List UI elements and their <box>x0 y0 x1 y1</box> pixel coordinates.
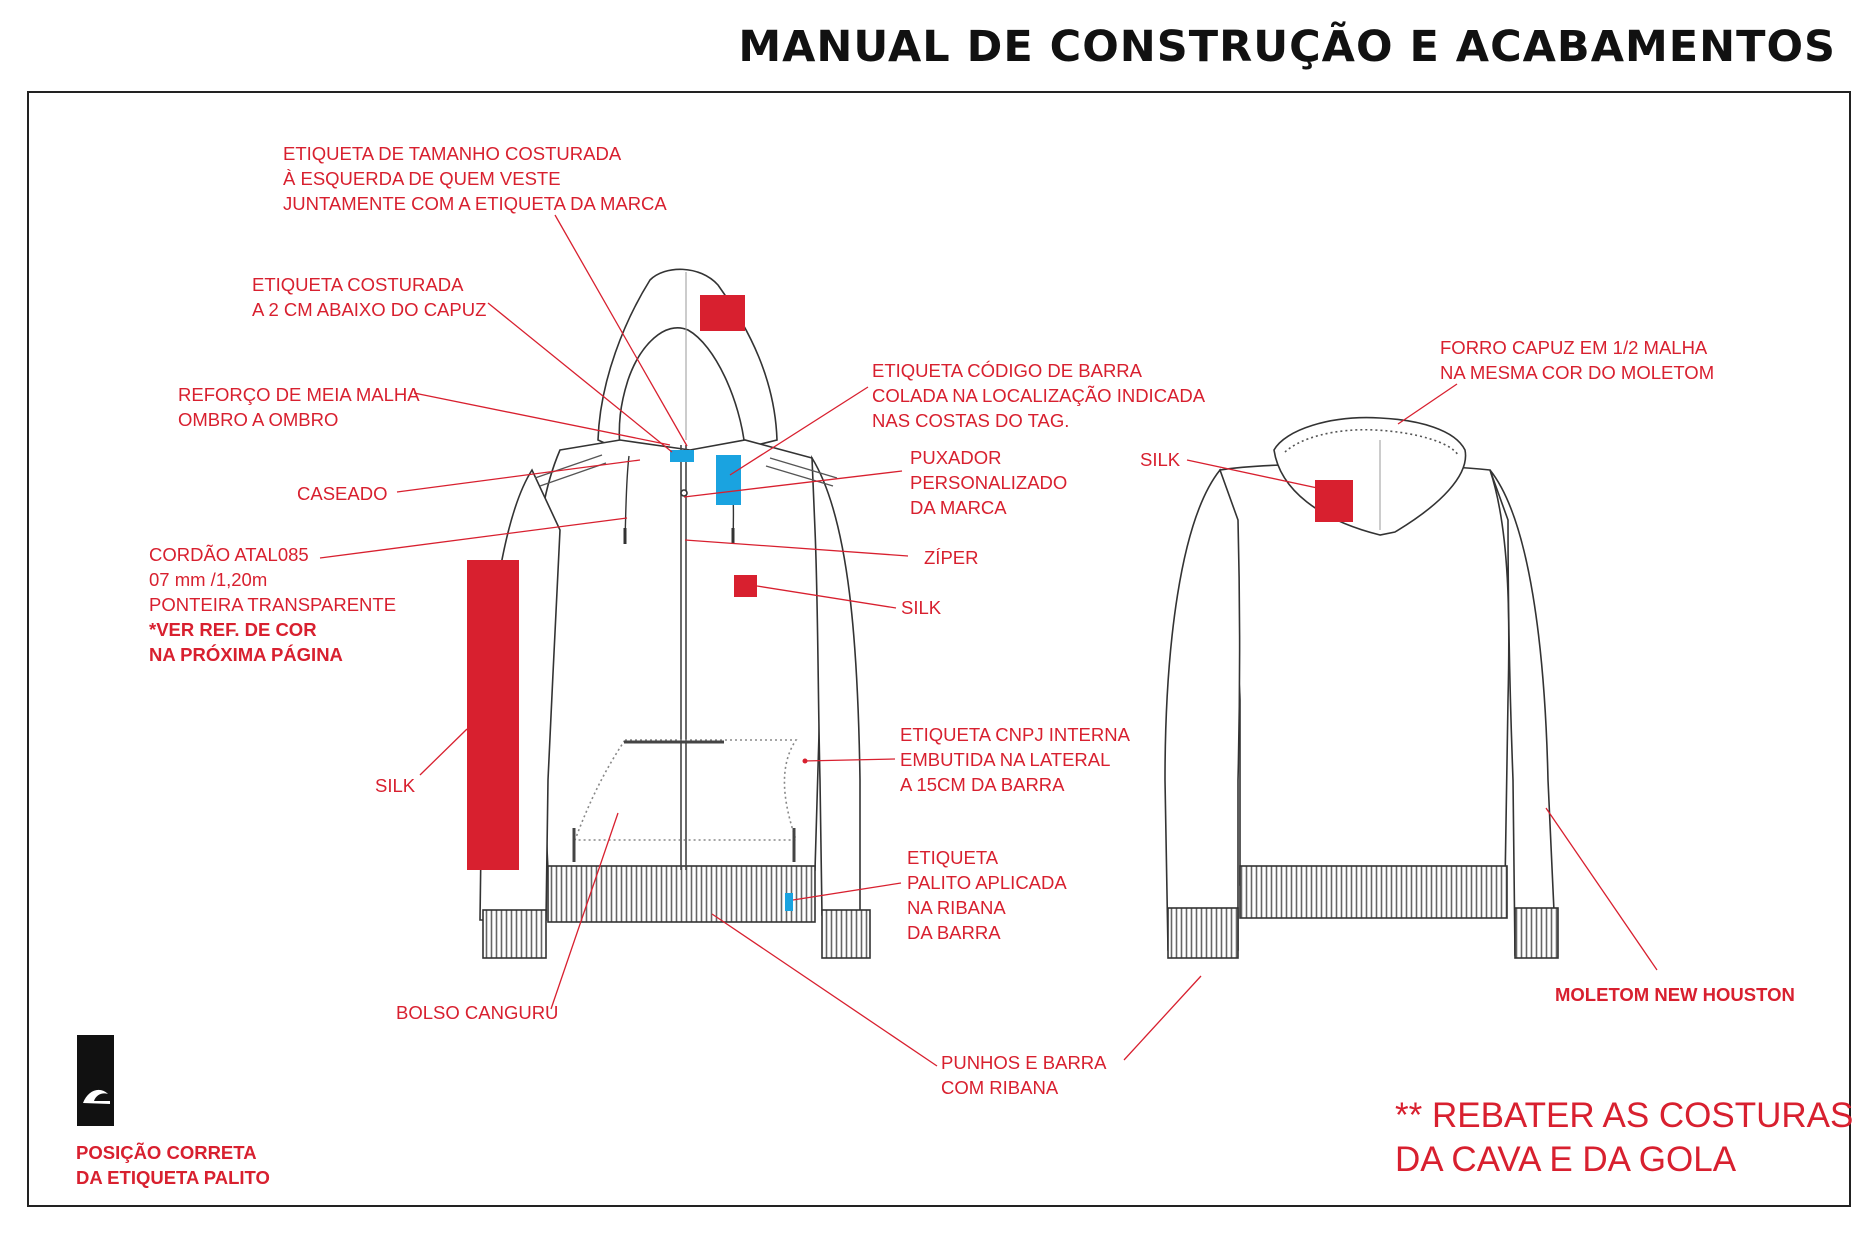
front-hood <box>597 268 778 452</box>
label-fabric: MOLETOM NEW HOUSTON <box>1555 984 1795 1005</box>
hood-silk-mark <box>700 295 745 331</box>
front-right-sleeve <box>811 454 861 916</box>
label-kangaroo-pocket: BOLSO CANGURU <box>396 1002 559 1023</box>
diagram-frame <box>27 91 1851 1207</box>
leader-lines <box>319 214 1658 1067</box>
page-title: MANUAL DE CONSTRUÇÃO E ACABAMENTOS <box>738 22 1836 72</box>
kangaroo-pocket <box>573 739 798 841</box>
back-left-sleeve <box>1164 468 1241 951</box>
sleeve-silk-mark <box>467 560 519 870</box>
label-chest-silk: SILK <box>901 597 942 618</box>
front-left-cuff <box>482 909 547 959</box>
label-back-silk: SILK <box>1140 449 1181 470</box>
brand-palito-tag <box>77 1035 114 1126</box>
label-sleeve-silk: SILK <box>375 775 416 796</box>
barcode-tag-mark <box>716 455 741 505</box>
label-zipper: ZÍPER <box>924 547 979 568</box>
front-hoodie <box>479 268 871 959</box>
back-hoodie <box>1164 416 1559 959</box>
size-label-mark <box>670 450 694 462</box>
chest-silk-mark <box>734 575 757 597</box>
back-hem-rib <box>1239 865 1508 919</box>
label-buttonhole: CASEADO <box>297 483 388 504</box>
palito-label-mark <box>785 893 793 911</box>
back-right-cuff <box>1514 907 1559 959</box>
wave-logo-icon <box>83 1089 110 1104</box>
front-right-cuff <box>821 909 871 959</box>
front-hem-rib <box>547 865 816 923</box>
back-left-cuff <box>1167 907 1239 959</box>
back-hood-silk-mark <box>1315 480 1353 522</box>
